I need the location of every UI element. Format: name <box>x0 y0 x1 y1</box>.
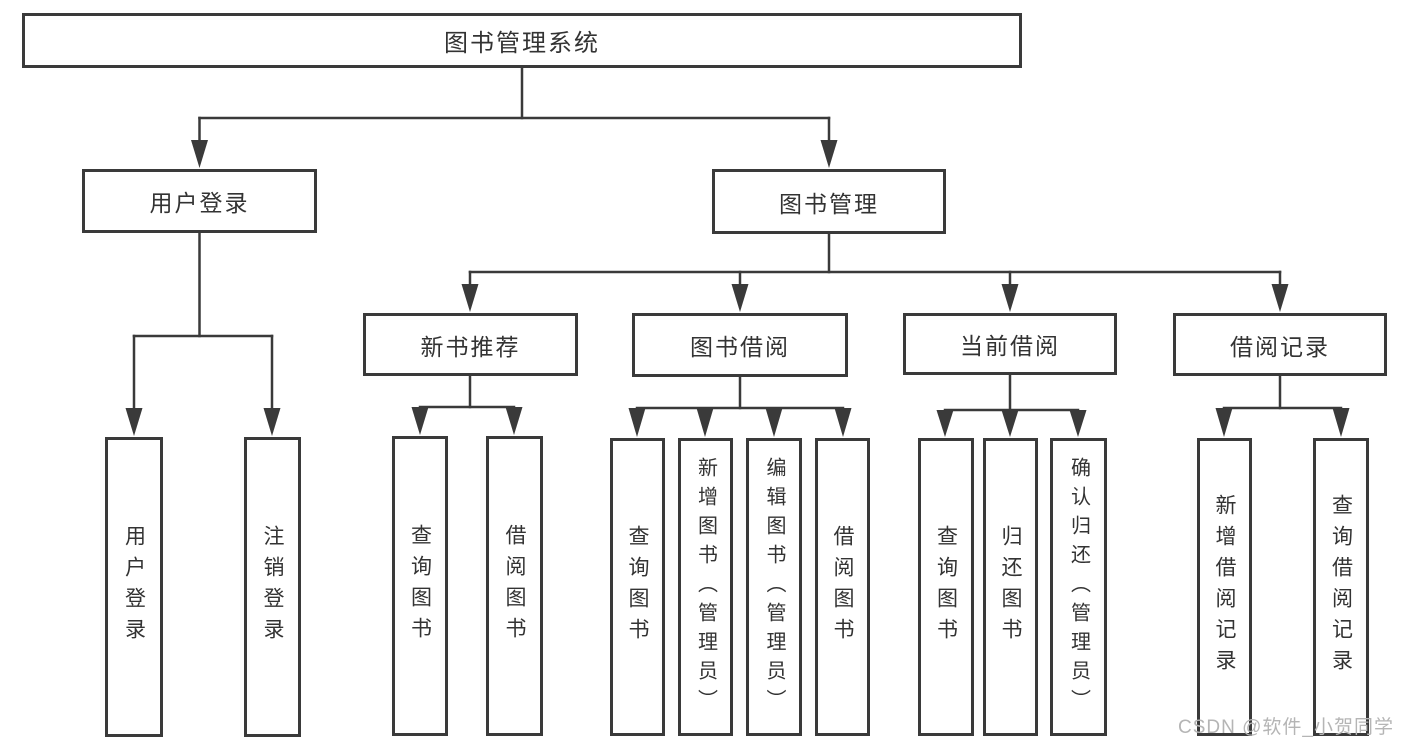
arrowhead-icon <box>1069 410 1087 437</box>
leaf-confirm-return-admin: 确认归还（管理员） <box>1050 438 1107 736</box>
arrowhead-icon <box>125 408 143 436</box>
arrowhead-icon <box>820 140 838 168</box>
leaf-label: 查询借阅记录 <box>1329 494 1353 680</box>
leaf-label: 用户登录 <box>122 525 146 649</box>
node-current-borrowing: 当前借阅 <box>903 313 1117 375</box>
arrowhead-icon <box>411 407 429 435</box>
connector-root-to-level2 <box>191 66 838 168</box>
arrowhead-icon <box>1001 410 1019 437</box>
leaf-add-book-admin: 新增图书（管理员） <box>678 438 733 736</box>
leaf-borrow-books-recommend: 借阅图书 <box>486 436 543 736</box>
leaf-query-books-borrow: 查询图书 <box>610 438 665 736</box>
node-label: 新书推荐 <box>420 333 521 360</box>
leaf-edit-book-admin: 编辑图书（管理员） <box>746 438 802 736</box>
leaf-add-borrow-record: 新增借阅记录 <box>1197 438 1252 736</box>
arrowhead-icon <box>765 408 783 437</box>
arrowhead-icon <box>263 408 281 436</box>
leaf-query-books-recommend: 查询图书 <box>392 436 448 736</box>
leaf-query-books-current: 查询图书 <box>918 438 974 736</box>
node-root-system: 图书管理系统 <box>22 13 1022 68</box>
leaf-label: 借阅图书 <box>831 525 854 649</box>
leaf-user-login: 用户登录 <box>105 437 163 737</box>
arrowhead-icon <box>628 408 646 437</box>
arrowhead-icon <box>461 284 479 312</box>
arrowhead-icon <box>1215 408 1233 437</box>
arrowhead-icon <box>731 284 749 312</box>
csdn-watermark: CSDN @软件_小贺同学 <box>1178 717 1394 738</box>
node-label: 借阅记录 <box>1230 333 1330 360</box>
node-book-borrowing: 图书借阅 <box>632 313 848 377</box>
node-label: 用户登录 <box>149 190 250 216</box>
node-label: 图书管理 <box>779 190 879 217</box>
node-borrow-records: 借阅记录 <box>1173 313 1387 376</box>
leaf-label: 确认归还（管理员） <box>1067 456 1090 718</box>
leaf-logout: 注销登录 <box>244 437 301 737</box>
arrowhead-icon <box>1001 284 1019 312</box>
connector-borrow-to-leaves <box>628 375 852 437</box>
arrowhead-icon <box>834 408 852 437</box>
leaf-label: 查询图书 <box>408 524 432 648</box>
connector-bookmgmt-to-level3 <box>461 232 1289 312</box>
node-label: 当前借阅 <box>960 333 1060 359</box>
leaf-label: 注销登录 <box>261 525 284 649</box>
connector-records-to-leaves <box>1215 374 1350 437</box>
arrowhead-icon <box>505 407 523 435</box>
leaf-query-borrow-record: 查询借阅记录 <box>1313 438 1369 736</box>
arrowhead-icon <box>1332 408 1350 437</box>
arrowhead-icon <box>191 140 208 168</box>
leaf-label: 查询图书 <box>626 525 649 649</box>
node-label: 图书借阅 <box>690 334 790 360</box>
node-user-login: 用户登录 <box>82 169 317 233</box>
node-new-book-recommend: 新书推荐 <box>363 313 578 376</box>
connector-current-to-leaves <box>936 373 1087 437</box>
connector-userlogin-to-leaves <box>125 231 281 436</box>
leaf-borrow-books: 借阅图书 <box>815 438 870 736</box>
leaf-label: 归还图书 <box>999 525 1022 649</box>
leaf-return-book: 归还图书 <box>983 438 1038 736</box>
leaf-label: 新增图书（管理员） <box>694 456 717 718</box>
node-label: 图书管理系统 <box>444 30 600 57</box>
leaf-label: 新增借阅记录 <box>1213 494 1236 680</box>
arrowhead-icon <box>936 410 954 437</box>
arrowhead-icon <box>696 408 714 437</box>
leaf-label: 查询图书 <box>934 525 958 649</box>
connector-recommend-to-leaves <box>411 374 523 435</box>
arrowhead-icon <box>1271 284 1289 312</box>
leaf-label: 借阅图书 <box>503 524 526 648</box>
leaf-label: 编辑图书（管理员） <box>763 456 785 718</box>
node-book-management: 图书管理 <box>712 169 946 234</box>
